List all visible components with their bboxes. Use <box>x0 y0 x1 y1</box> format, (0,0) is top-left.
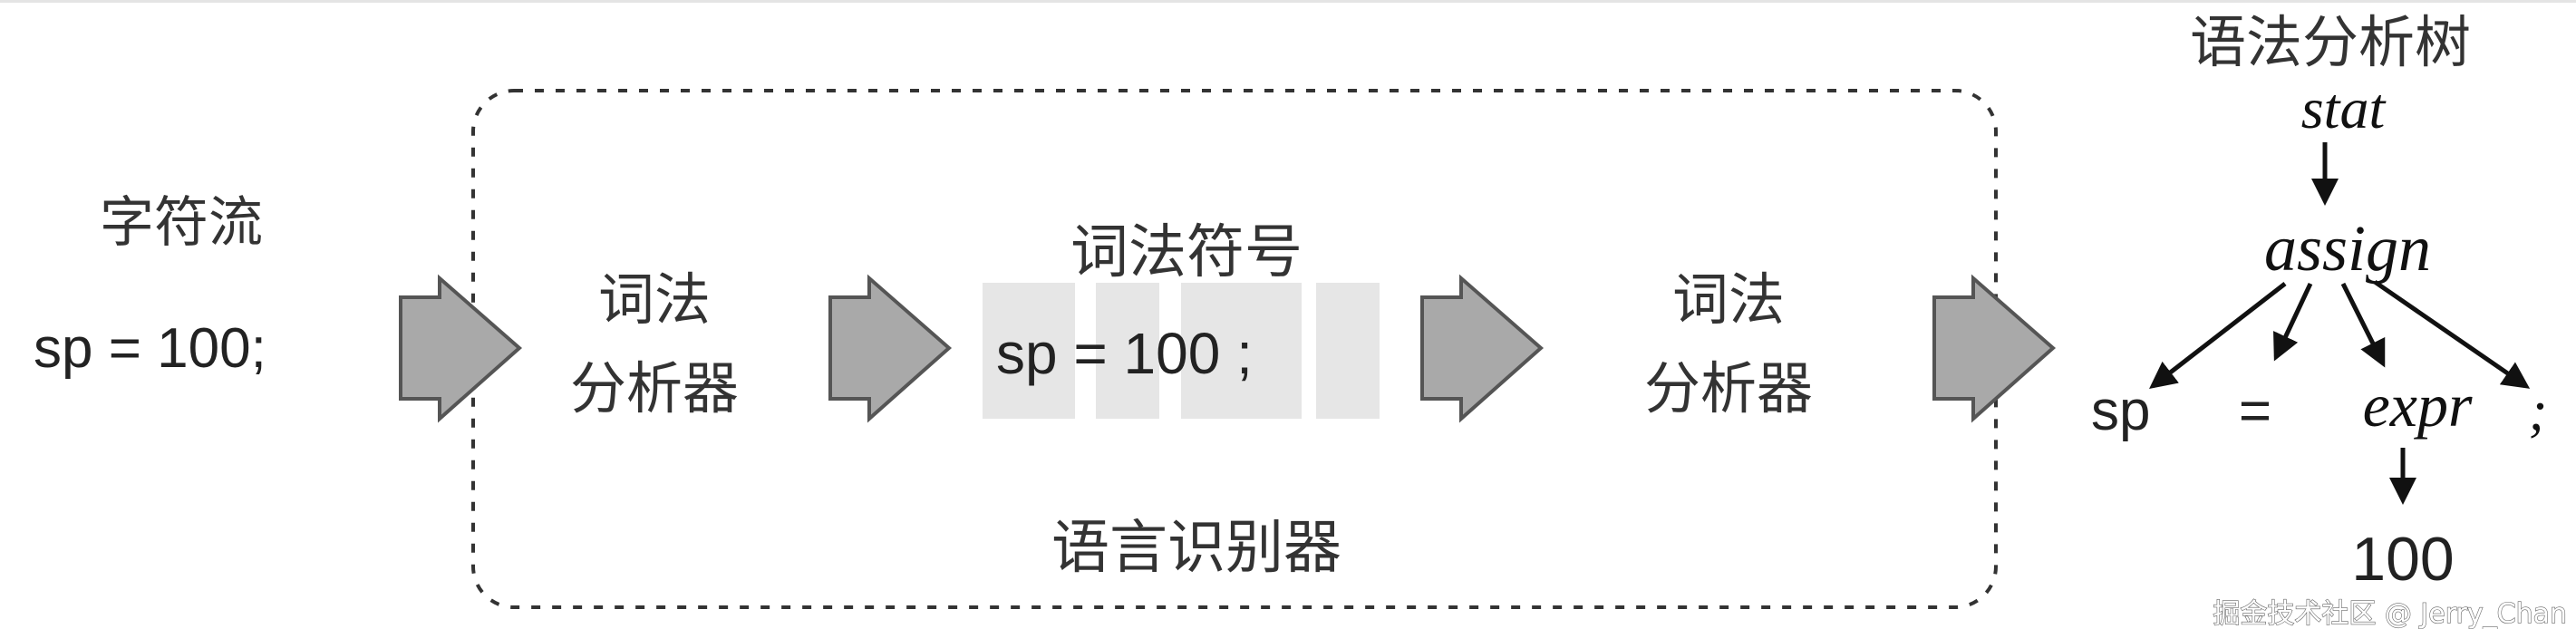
tree-leaf-100: 100 <box>2351 525 2454 594</box>
tree-leaf-equals: = <box>2239 380 2271 442</box>
token-box <box>1316 283 1380 419</box>
lexer-line2: 分析器 <box>570 355 739 421</box>
tokens-text: sp = 100 ; <box>996 321 1253 386</box>
top-border <box>0 0 2576 3</box>
tree-node-expr: expr <box>2363 371 2473 440</box>
block-arrow-icon <box>399 276 521 421</box>
token-boxes <box>983 283 1380 419</box>
parser-label: 词法 分析器 <box>1644 266 1813 421</box>
token-box <box>1096 283 1159 419</box>
tokens-label: 词法符号 <box>1070 219 1303 286</box>
recognizer-label: 语言识别器 <box>1051 515 1341 582</box>
block-arrow-icon <box>828 276 951 421</box>
parser-line2: 分析器 <box>1644 355 1813 421</box>
input-label: 字符流 <box>100 191 263 255</box>
token-box <box>983 283 1075 419</box>
lexer-label: 词法 分析器 <box>570 266 739 421</box>
block-arrow-icon <box>1420 276 1543 421</box>
tree-node-stat: stat <box>2301 76 2387 140</box>
input-code: sp = 100; <box>34 317 266 380</box>
tree-node-assign: assign <box>2264 212 2431 285</box>
tree-edge-arrow-icon <box>2340 282 2386 368</box>
parser-line1: 词法 <box>1672 266 1785 333</box>
token-box <box>1181 283 1302 419</box>
watermark: 掘金技术社区 @ Jerry_Chan <box>2213 598 2567 629</box>
lexer-line1: 词法 <box>598 266 711 333</box>
tree-leaf-sp: sp <box>2091 380 2150 442</box>
tree-edge-arrow-icon <box>2273 282 2313 362</box>
tree-edge-arrow-icon <box>2373 279 2531 389</box>
block-arrow-icon <box>1932 276 2055 421</box>
parse-tree-title: 语法分析树 <box>2190 9 2471 75</box>
tree-edge-arrow-icon <box>2149 282 2287 390</box>
tree-leaf-semicolon: ; <box>2529 381 2548 442</box>
